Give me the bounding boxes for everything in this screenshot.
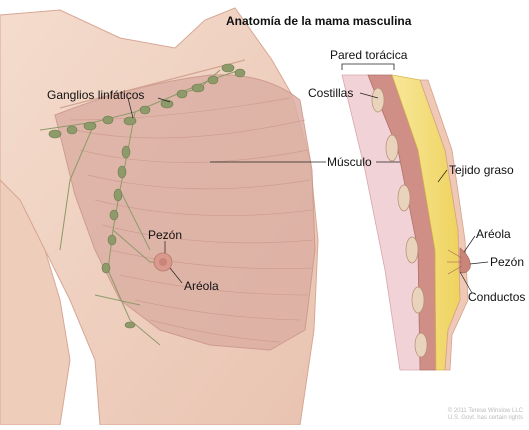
label-musculo: Músculo	[327, 155, 372, 169]
label-tejido: Tejido graso	[449, 163, 514, 177]
label-ganglios: Ganglios linfáticos	[47, 88, 144, 102]
label-areola-front: Aréola	[184, 279, 219, 293]
chest-wall-bracket	[342, 64, 394, 70]
label-conductos: Conductos	[468, 290, 525, 304]
label-costillas: Costillas	[308, 86, 353, 100]
label-pezon-side: Pezón	[490, 255, 524, 269]
label-pared: Pared torácica	[330, 48, 407, 62]
diagram-title: Anatomía de la mama masculina	[226, 14, 411, 28]
cross-section-view	[342, 64, 470, 370]
copyright-line-1: © 2011 Terese Winslow LLC	[448, 408, 523, 415]
copyright-line-2: U.S. Govt. has certain rights	[448, 415, 523, 422]
nipple-front	[154, 253, 172, 271]
label-pezon-front: Pezón	[148, 228, 182, 242]
torso-front-view	[0, 8, 318, 425]
label-areola-side: Aréola	[476, 227, 511, 241]
